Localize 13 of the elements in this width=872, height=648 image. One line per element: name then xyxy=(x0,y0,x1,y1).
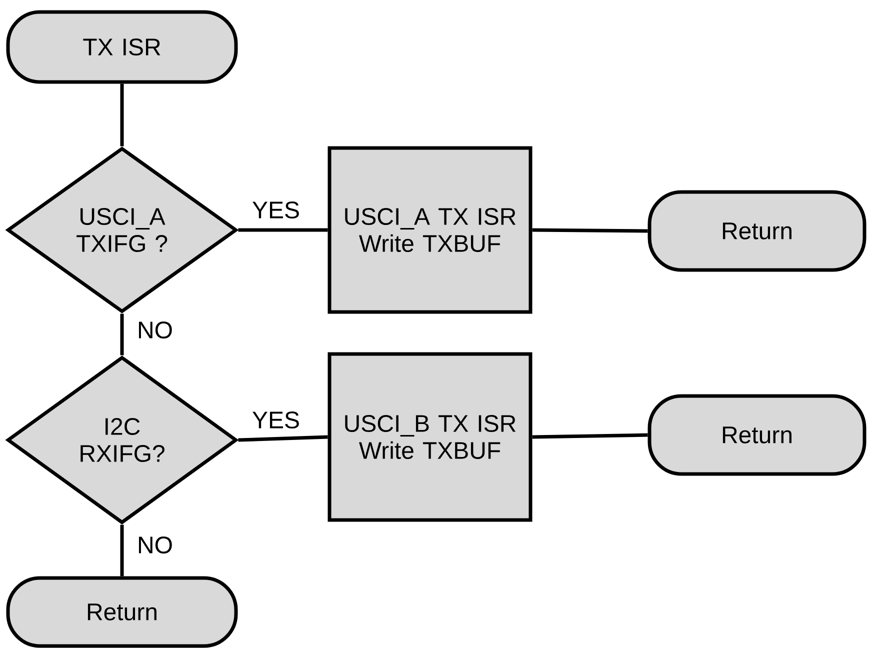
connector-line xyxy=(238,435,328,442)
edge-label: YES xyxy=(251,410,302,430)
connector-line xyxy=(120,84,124,146)
connector-line xyxy=(238,228,328,232)
connector-line xyxy=(120,314,124,356)
connector-line xyxy=(120,524,124,576)
process-box: USCI_A TX ISR Write TXBUF xyxy=(328,146,532,314)
edge-label: YES xyxy=(251,200,302,220)
edge-label: NO xyxy=(136,536,174,554)
connector-line xyxy=(532,228,648,233)
process-box: USCI_B TX ISR Write TXBUF xyxy=(328,352,532,522)
connector-line xyxy=(532,433,648,439)
edge-label: NO xyxy=(136,320,174,340)
